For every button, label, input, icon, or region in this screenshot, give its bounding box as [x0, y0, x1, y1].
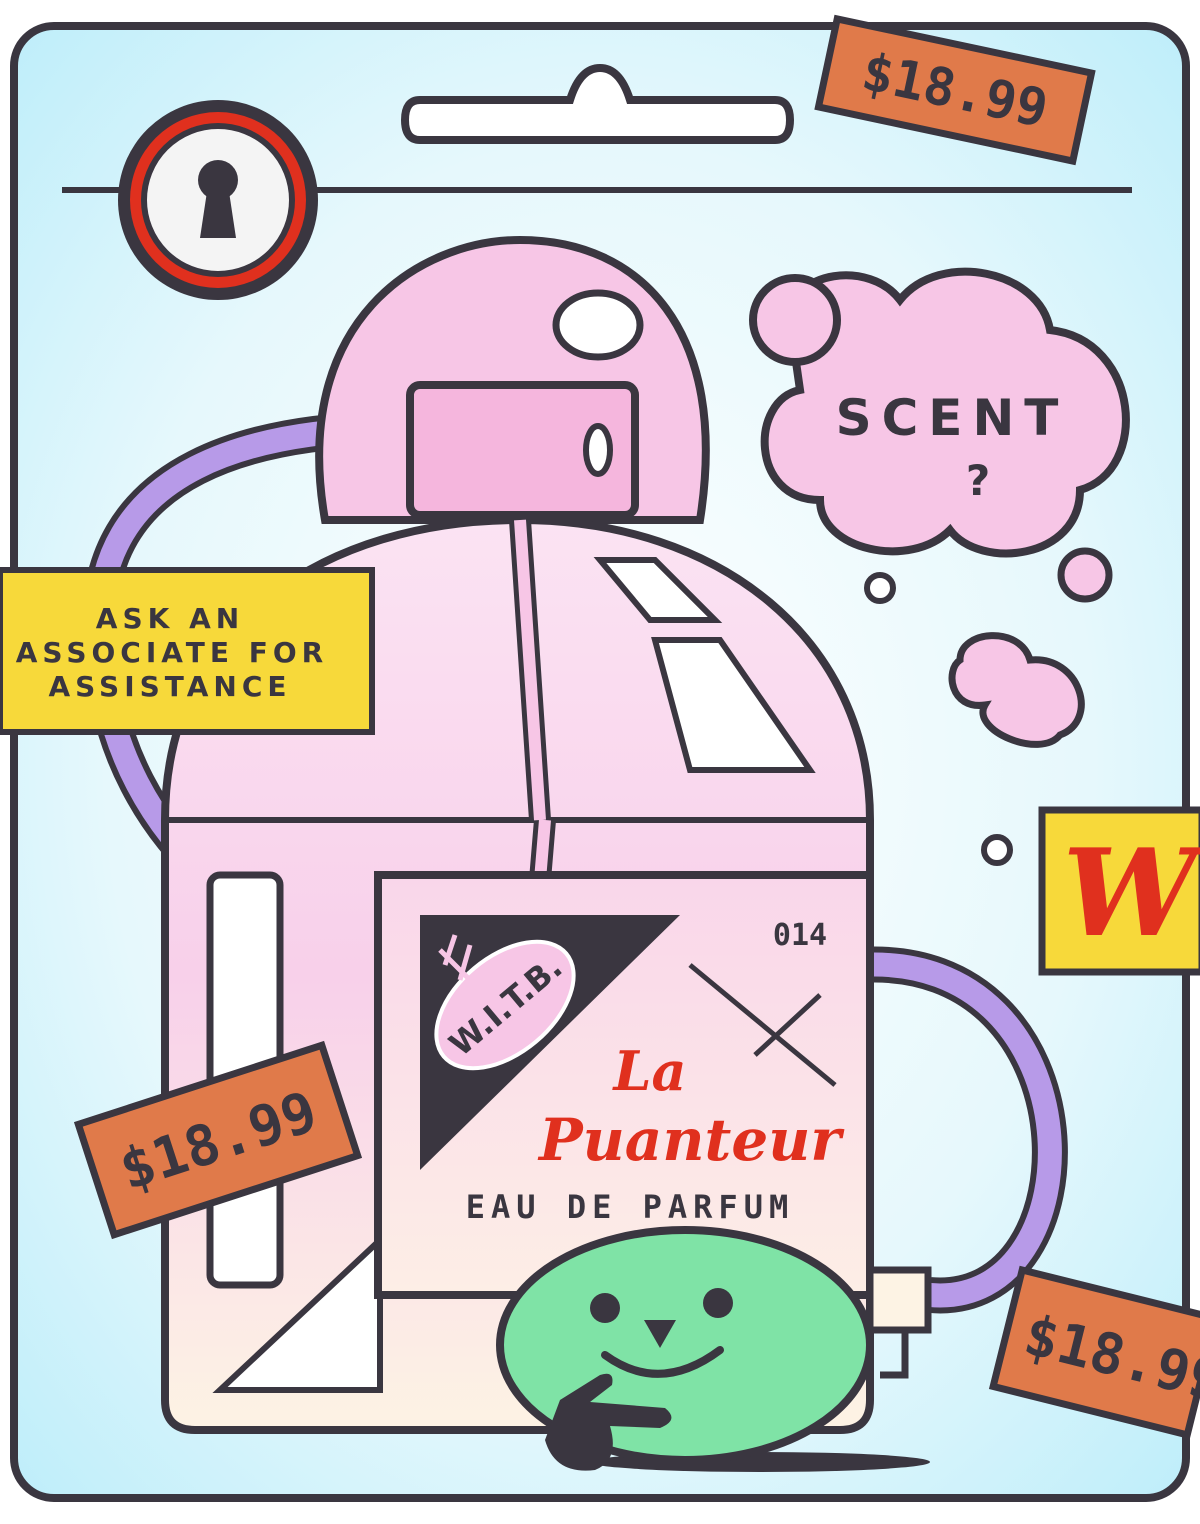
bottle-shine-2	[651, 637, 816, 773]
x-mark	[688, 963, 837, 1087]
price-tag-right: $18.99	[988, 1265, 1200, 1440]
cross-marks	[438, 934, 482, 992]
store-logo-sticker: W	[1038, 806, 1200, 976]
lock-badge	[118, 100, 318, 300]
green-blob-character	[496, 1226, 930, 1472]
label-number: 014	[773, 918, 827, 953]
thought-bubble-question: ?	[966, 456, 990, 505]
pointing-hand	[545, 1373, 672, 1471]
perfume-type: EAU DE PARFUM	[466, 1188, 794, 1226]
associate-sign-line1: ASK AN	[96, 602, 244, 635]
associate-sign-line2: ASSOCIATE FOR	[16, 636, 328, 669]
brand-name-line2: Puanteur	[537, 1106, 845, 1174]
associate-sign: ASK AN ASSOCIATE FOR ASSISTANCE	[0, 567, 375, 735]
brand-name-line1: La	[612, 1039, 687, 1103]
hang-hole	[400, 63, 795, 144]
cap-highlight	[552, 289, 644, 361]
tube-connector	[866, 1266, 932, 1334]
store-logo-letter: W	[1063, 823, 1200, 964]
associate-sign-line3: ASSISTANCE	[48, 670, 291, 703]
price-tag-top: $18.99	[814, 14, 1096, 166]
keyhole-icon	[198, 160, 238, 238]
spray-nozzle	[406, 381, 639, 519]
bottle-shine-1	[593, 557, 723, 623]
thought-bubble: SCENT ?	[749, 267, 1130, 866]
thought-bubble-word: SCENT	[836, 389, 1069, 447]
